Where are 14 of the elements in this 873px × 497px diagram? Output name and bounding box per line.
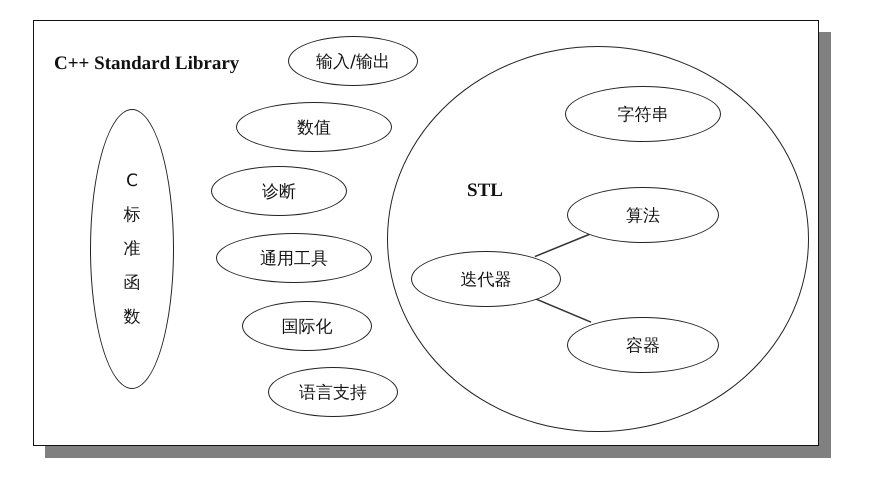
- module-label: 容器: [626, 334, 660, 356]
- module-label: 迭代器: [460, 268, 512, 290]
- module-label: C标准函数: [122, 170, 142, 329]
- module-label: 国际化: [282, 316, 332, 338]
- frame-title: C++ Standard Library: [54, 53, 240, 75]
- module-label: 语言支持: [299, 382, 367, 404]
- module-label: 字符串: [618, 104, 668, 126]
- circle-title: STL: [467, 180, 503, 202]
- module-label: 通用工具: [260, 248, 328, 270]
- module-label: 数值: [297, 116, 331, 138]
- module-label: 算法: [626, 204, 660, 226]
- module-label: 输入/输出: [316, 50, 390, 72]
- module-label: 诊断: [262, 180, 296, 202]
- connector-line: [534, 233, 590, 258]
